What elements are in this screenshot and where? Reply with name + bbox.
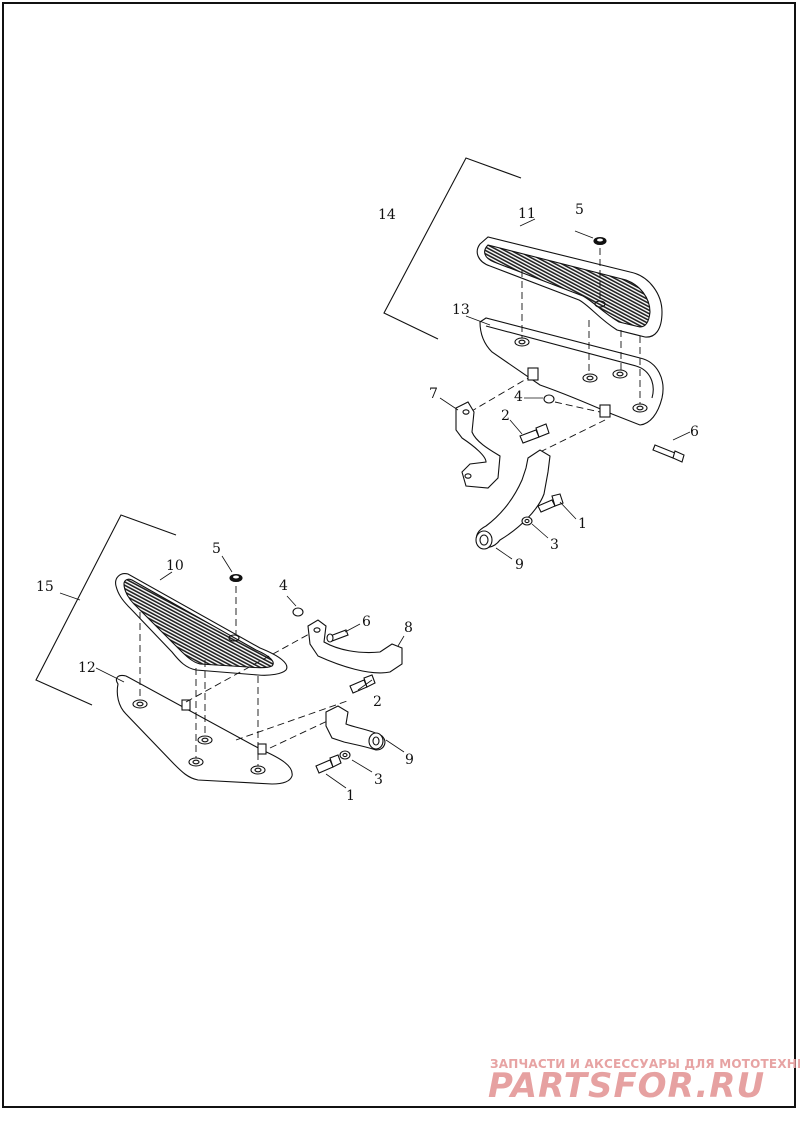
bracket-8 bbox=[307, 619, 403, 674]
callout-3-lower: 3 bbox=[374, 772, 383, 788]
assembly-upper bbox=[383, 157, 691, 560]
washer-3-lower bbox=[339, 750, 351, 760]
footboard-pad-10 bbox=[115, 573, 288, 676]
callout-12: 12 bbox=[78, 660, 96, 676]
callout-8: 8 bbox=[404, 620, 413, 636]
callout-4-upper: 4 bbox=[514, 389, 523, 405]
callout-1-upper: 1 bbox=[578, 516, 587, 532]
callout-6-upper: 6 bbox=[690, 424, 699, 440]
callout-14: 14 bbox=[378, 207, 396, 223]
callout-13: 13 bbox=[452, 302, 470, 318]
callout-10: 10 bbox=[166, 558, 184, 574]
nut-4-lower bbox=[292, 607, 304, 617]
callout-11: 11 bbox=[518, 206, 536, 222]
callout-6-lower: 6 bbox=[362, 614, 371, 630]
bracket-7 bbox=[455, 401, 501, 489]
footboard-pad-11 bbox=[476, 236, 663, 338]
callout-5-lower: 5 bbox=[212, 541, 221, 557]
footboard-base-13 bbox=[479, 317, 664, 426]
watermark-brand: PARTSFOR.RU bbox=[488, 1066, 766, 1106]
screw-2-lower bbox=[349, 674, 376, 694]
screw-1-upper bbox=[537, 493, 564, 513]
callout-9-upper: 9 bbox=[515, 557, 524, 573]
assembly-lower bbox=[35, 514, 405, 789]
callout-7: 7 bbox=[429, 386, 438, 402]
callout-1-lower: 1 bbox=[346, 788, 355, 804]
callout-5-upper: 5 bbox=[575, 202, 584, 218]
screw-1-lower bbox=[315, 754, 342, 774]
footboard-base-12 bbox=[115, 674, 293, 785]
callout-15: 15 bbox=[36, 579, 54, 595]
bolt-6-upper bbox=[652, 444, 685, 463]
callout-4-lower: 4 bbox=[279, 578, 288, 594]
watermark-caption: ЗАПЧАСТИ И АКСЕССУАРЫ ДЛЯ МОТОТЕХНИКИ bbox=[490, 1057, 800, 1071]
callout-2-lower: 2 bbox=[373, 694, 382, 710]
assembly-bracket-15 bbox=[35, 514, 177, 706]
page-border bbox=[2, 2, 796, 1108]
callout-3-upper: 3 bbox=[550, 537, 559, 553]
screw-2-upper bbox=[519, 423, 550, 444]
washer-3-upper bbox=[521, 516, 533, 526]
callout-9-lower: 9 bbox=[405, 752, 414, 768]
callout-2-upper: 2 bbox=[501, 408, 510, 424]
callouts: 14 11 5 13 7 4 2 6 1 3 9 5 10 15 4 6 8 1… bbox=[36, 202, 699, 804]
assembly-bracket-14 bbox=[383, 157, 522, 340]
nut-4-upper bbox=[543, 394, 555, 404]
bolt-6-lower bbox=[326, 629, 349, 643]
